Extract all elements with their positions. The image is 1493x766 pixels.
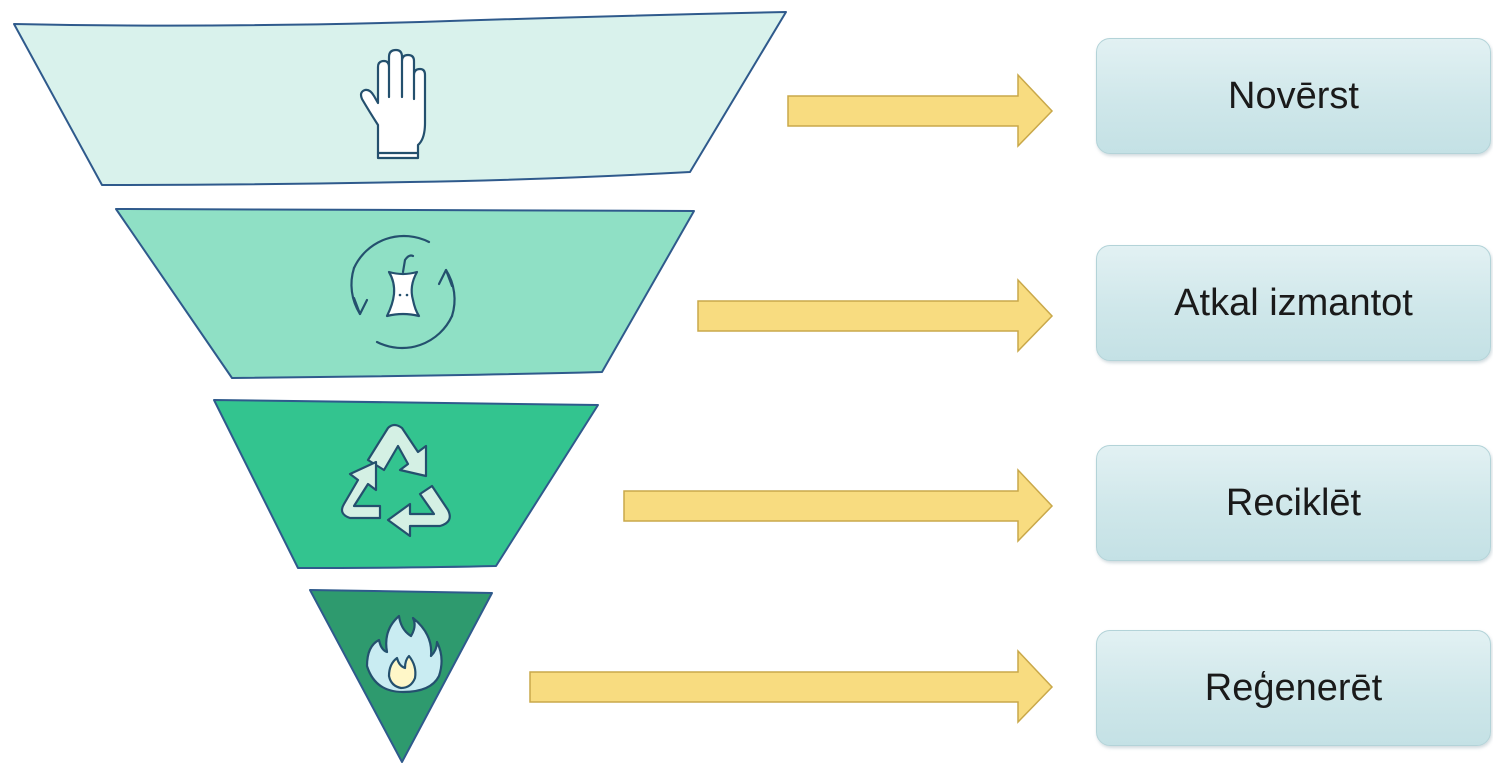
arrow-2 <box>697 278 1054 353</box>
label-box-4: Reģenerēt <box>1096 630 1491 746</box>
label-atkal-izmantot: Atkal izmantot <box>1174 281 1413 324</box>
label-box-2: Atkal izmantot <box>1096 245 1491 361</box>
label-box-3: Reciklēt <box>1096 445 1491 561</box>
label-regenerēt: Reģenerēt <box>1204 666 1383 709</box>
apple-core-cycle-icon <box>350 234 456 350</box>
label-novērst: Novērst <box>1228 74 1359 117</box>
label-box-1: Novērst <box>1096 38 1491 154</box>
hand-icon <box>359 48 427 160</box>
arrow-3 <box>623 468 1054 543</box>
flame-icon <box>365 614 443 694</box>
arrow-1 <box>787 73 1054 148</box>
arrow-4 <box>529 649 1054 724</box>
tier-3-band <box>213 399 599 569</box>
label-reciklet: Reciklēt <box>1225 481 1362 524</box>
recycle-icon <box>340 423 451 538</box>
